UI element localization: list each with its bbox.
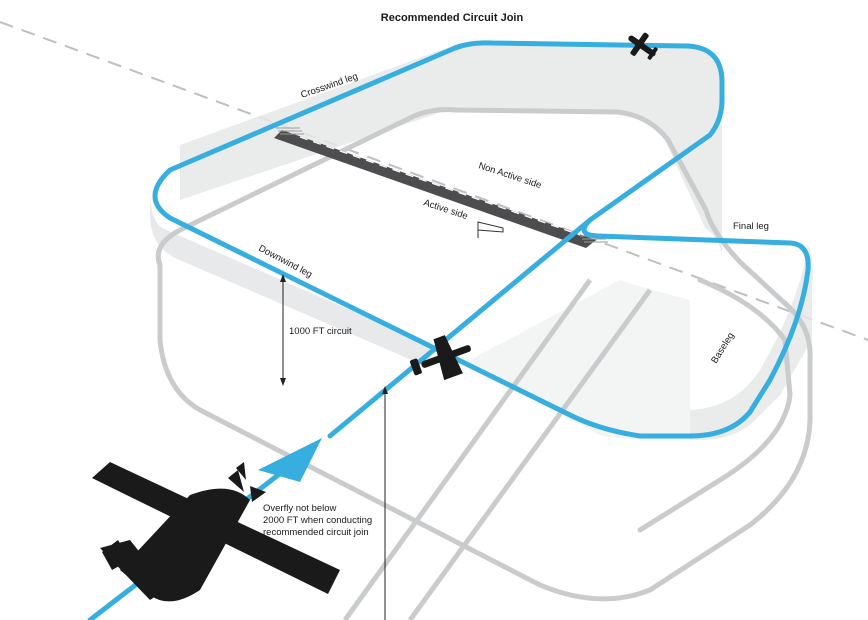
label-non-active-side: Non Active side: [477, 160, 543, 191]
label-final-leg: Final leg: [733, 221, 769, 232]
circuit-wall-far: [180, 40, 722, 261]
ground-track-outer: [155, 107, 813, 602]
aircraft-large-icon: [92, 462, 340, 602]
runway-centreline-extension: [0, 21, 868, 341]
label-overfly-line1: Overfly not below: [263, 503, 337, 514]
ground-track-join-right: [407, 288, 653, 620]
diagram-title: Recommended Circuit Join: [381, 12, 524, 24]
label-overfly-line2: 2000 FT when conducting: [263, 515, 372, 526]
overfly-height-line: [382, 386, 388, 620]
ground-track-inner: [637, 277, 793, 533]
aircraft-crosswind-icon: [628, 32, 658, 60]
ground-track-join-left: [342, 278, 593, 620]
aircraft-midfield-icon: [409, 335, 471, 381]
windsock-icon: [477, 221, 504, 238]
circuit-path: [152, 40, 811, 439]
label-overfly-line3: recommended circuit join: [263, 527, 369, 538]
circuit-height-dimension: [280, 274, 286, 386]
threshold-markings-left: [276, 127, 304, 135]
runway: [274, 127, 608, 248]
direction-arrow-icon: [258, 438, 322, 482]
label-base-leg: Baseleg: [709, 331, 737, 366]
label-circuit-height: 1000 FT circuit: [289, 326, 352, 337]
circuit-wall-inner: [430, 280, 690, 440]
circuit-wall-left: [150, 190, 430, 368]
